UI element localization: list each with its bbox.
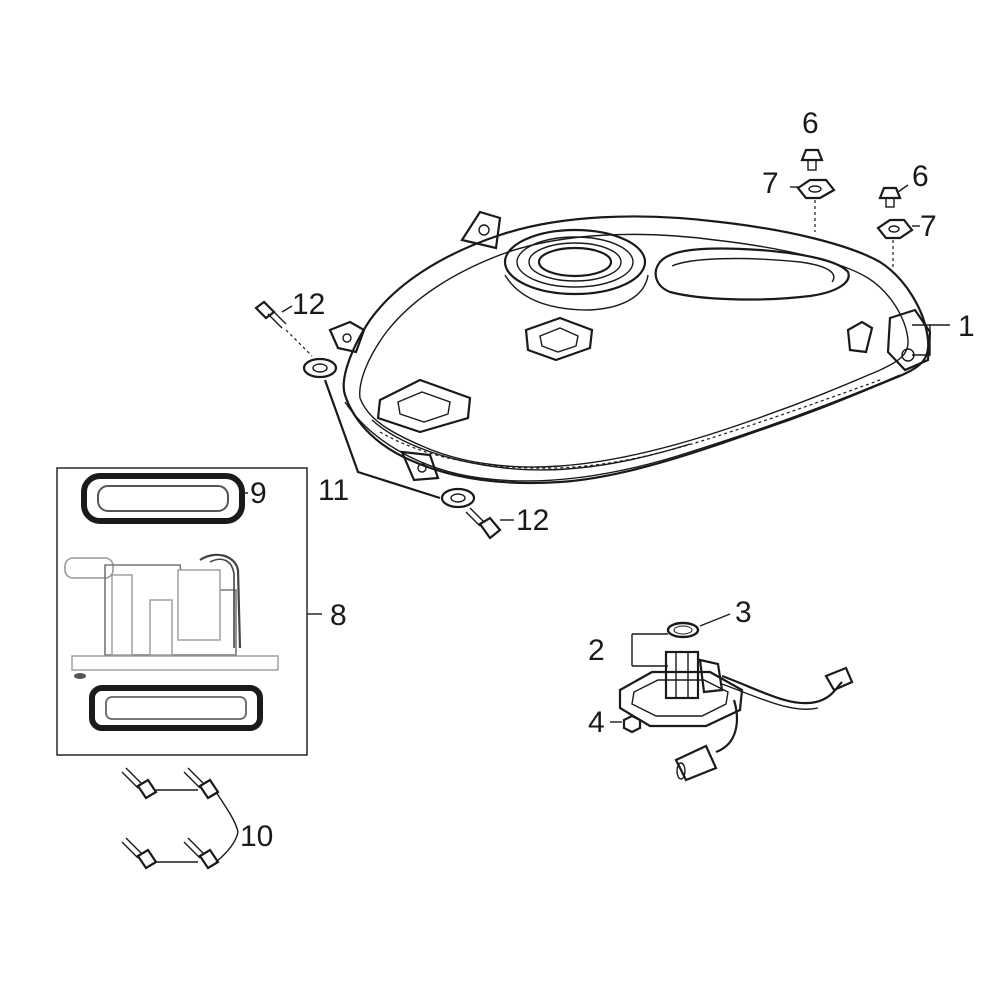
nut-4 <box>622 714 642 734</box>
callout-2: 2 <box>588 634 605 667</box>
callout-1: 1 <box>958 310 975 343</box>
o-ring-3 <box>666 621 700 639</box>
fuel-pump-unit <box>64 553 279 679</box>
pump-flange-gasket <box>89 685 263 731</box>
callout-12b: 12 <box>516 504 549 537</box>
pump-assembly-frame <box>56 467 308 756</box>
bolt-10-a <box>121 767 158 800</box>
callout-4: 4 <box>588 706 605 739</box>
callout-9: 9 <box>250 477 267 510</box>
washer-11-lower <box>440 487 476 509</box>
callout-8: 8 <box>330 599 347 632</box>
callout-7a: 7 <box>762 167 779 200</box>
callout-6a: 6 <box>802 107 819 140</box>
callout-11: 11 <box>318 474 349 507</box>
gasket-9 <box>81 473 245 524</box>
bolt-12-upper <box>254 300 287 329</box>
bolt-12-lower <box>465 507 502 540</box>
fuel-tank <box>328 210 932 485</box>
fuel-level-sender <box>618 650 854 782</box>
callout-7b: 7 <box>920 210 937 243</box>
washer-7-right <box>876 218 914 240</box>
bolt-10-c <box>121 837 158 870</box>
callout-6b: 6 <box>912 160 929 193</box>
bolts-10 <box>121 767 239 870</box>
screw-6-right <box>878 186 902 208</box>
bolt-10-d <box>183 837 220 870</box>
callout-3: 3 <box>735 596 752 629</box>
screw-6-top <box>800 148 824 171</box>
callout-10: 10 <box>240 820 273 853</box>
washer-7-top <box>796 178 836 200</box>
bolt-10-b <box>183 767 220 800</box>
washer-11 <box>302 357 338 379</box>
callout-12a: 12 <box>292 288 325 321</box>
